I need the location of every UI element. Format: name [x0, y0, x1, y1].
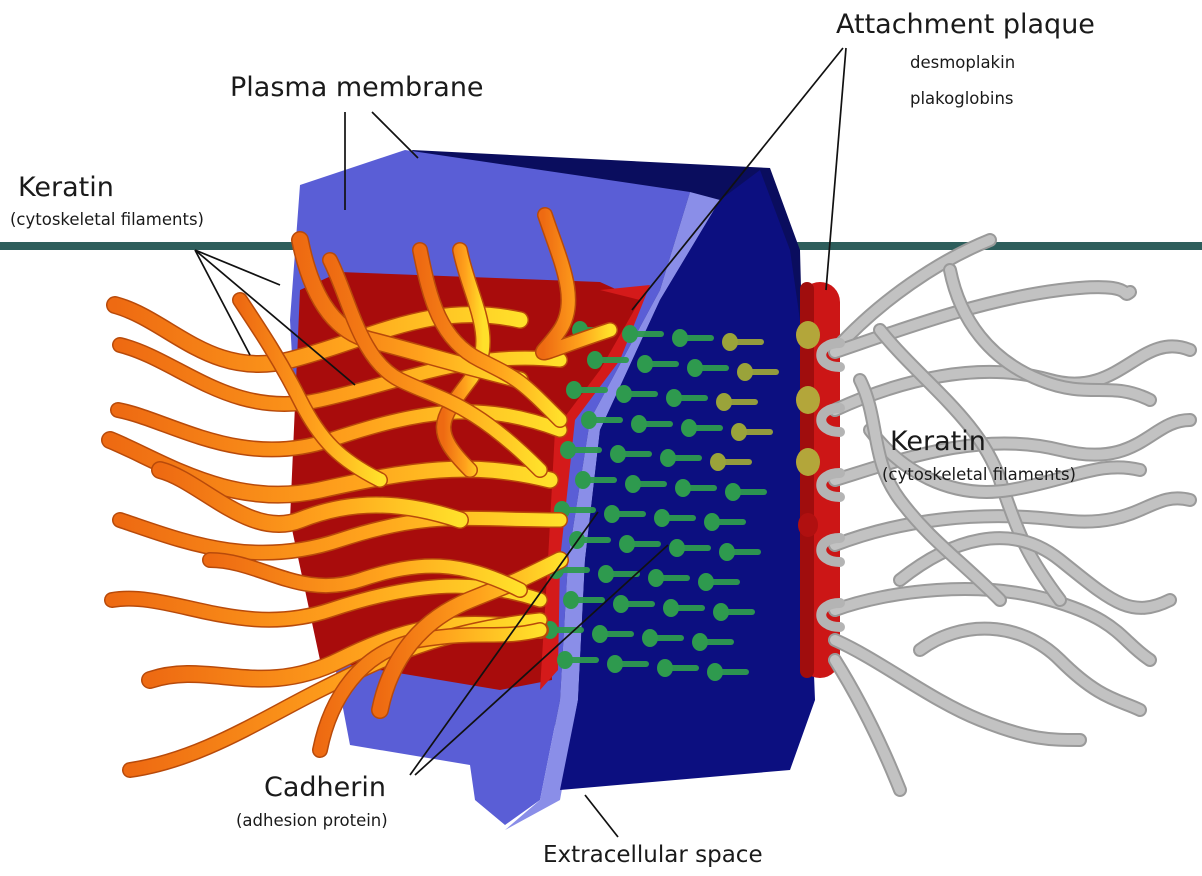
label-keratin-left-sub: (cytoskeletal filaments) [10, 210, 204, 229]
keratin-filament [835, 240, 990, 350]
keratin-filament [920, 629, 1140, 710]
keratin-filaments-right [821, 240, 1190, 790]
leader-extracellular [585, 795, 618, 837]
label-keratin-right-sub: (cytoskeletal filaments) [882, 465, 1076, 484]
label-attachment-plaque: Attachment plaque [836, 9, 1095, 40]
leader-attachment-2 [826, 48, 846, 290]
label-cadherin: Cadherin [264, 772, 386, 803]
label-keratin-right: Keratin [890, 426, 986, 457]
leader-keratin-1 [195, 250, 280, 285]
label-plasma-membrane: Plasma membrane [230, 72, 484, 103]
label-plakoglobins: plakoglobins [910, 89, 1014, 108]
label-extracellular-space: Extracellular space [543, 842, 763, 868]
plakoglobin-bulb [796, 321, 820, 349]
label-keratin-left: Keratin [18, 172, 114, 203]
keratin-filament [835, 660, 900, 790]
label-desmoplakin: desmoplakin [910, 53, 1015, 72]
plakoglobin-bulb [796, 386, 820, 414]
leader-plasma-membrane-2 [372, 112, 418, 158]
label-cadherin-sub: (adhesion protein) [236, 811, 388, 830]
plakoglobin-bulb [798, 513, 818, 537]
plakoglobin-bulb [796, 448, 820, 476]
